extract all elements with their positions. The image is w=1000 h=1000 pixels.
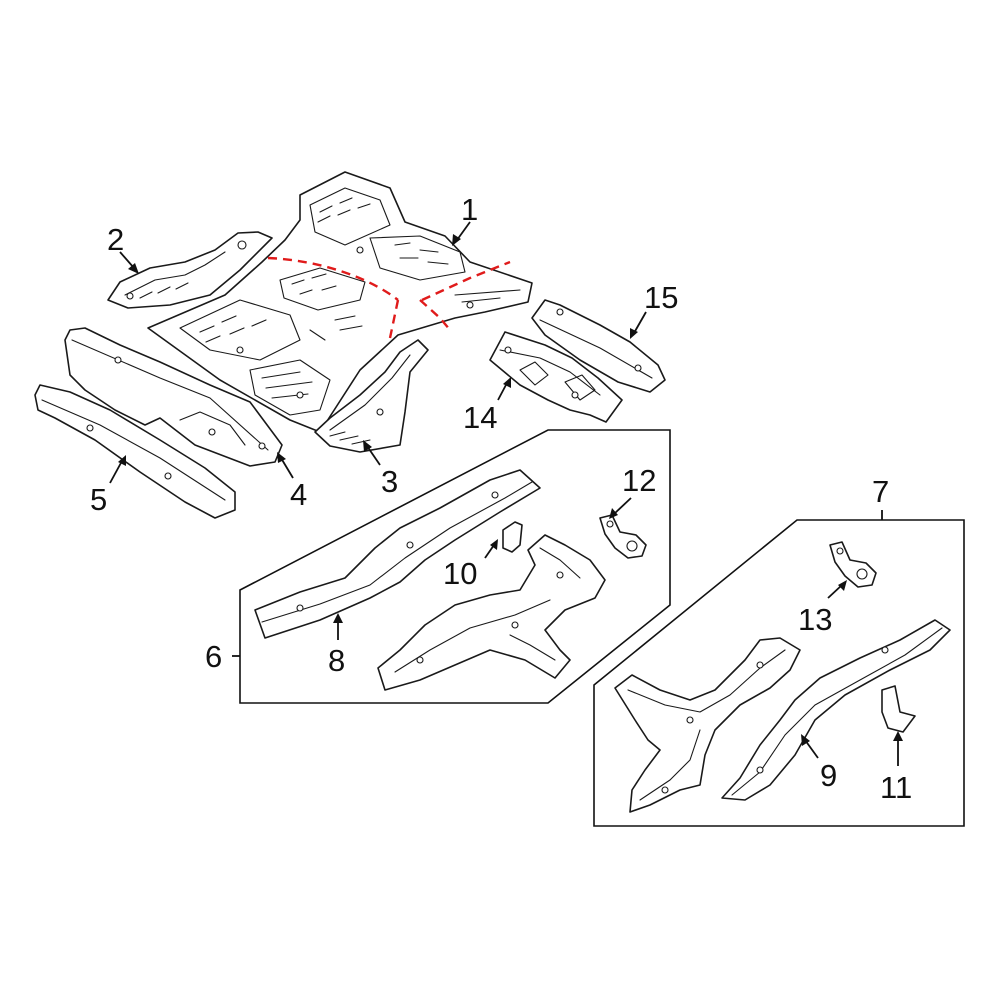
part-11-bracket[interactable] xyxy=(881,685,916,733)
callout-13: 13 xyxy=(798,602,832,637)
part-12-tab-bracket[interactable] xyxy=(599,514,647,559)
callout-11: 11 xyxy=(880,770,912,805)
part-10-bracket[interactable] xyxy=(502,521,523,553)
part-4-crossmember[interactable] xyxy=(64,327,283,467)
callout-15: 15 xyxy=(644,280,678,315)
leader-lines xyxy=(109,221,903,766)
part-1-floor-pan[interactable] xyxy=(147,171,533,433)
part-3-rail-extension[interactable] xyxy=(314,339,429,453)
callout-7: 7 xyxy=(872,474,889,509)
callout-1: 1 xyxy=(461,192,478,227)
callout-3: 3 xyxy=(381,464,398,499)
group-6-box xyxy=(239,429,671,704)
part-14-reinforcement[interactable] xyxy=(489,331,623,423)
part-2-bracket[interactable] xyxy=(107,231,273,309)
callout-labels: 1 2 3 4 5 6 7 8 9 10 11 12 13 14 15 xyxy=(90,192,912,805)
callout-10: 10 xyxy=(443,556,477,591)
group-7-box xyxy=(593,519,965,827)
rear-rail-assembly-right[interactable] xyxy=(614,637,801,813)
callout-8: 8 xyxy=(328,643,345,678)
callout-2: 2 xyxy=(107,222,124,257)
rear-rail-assembly-left[interactable] xyxy=(377,534,606,691)
callout-4: 4 xyxy=(290,477,307,512)
callout-6: 6 xyxy=(205,639,222,674)
part-8-side-rail[interactable] xyxy=(254,469,541,639)
part-5-lower-crossmember[interactable] xyxy=(34,384,236,519)
callout-9: 9 xyxy=(820,758,837,793)
callout-12: 12 xyxy=(622,463,656,498)
callout-5: 5 xyxy=(90,482,107,517)
callout-14: 14 xyxy=(463,400,497,435)
part-9-side-rail[interactable] xyxy=(721,619,951,801)
part-15-sill-reinforcement[interactable] xyxy=(531,299,666,393)
part-13-tab-bracket[interactable] xyxy=(829,541,877,588)
